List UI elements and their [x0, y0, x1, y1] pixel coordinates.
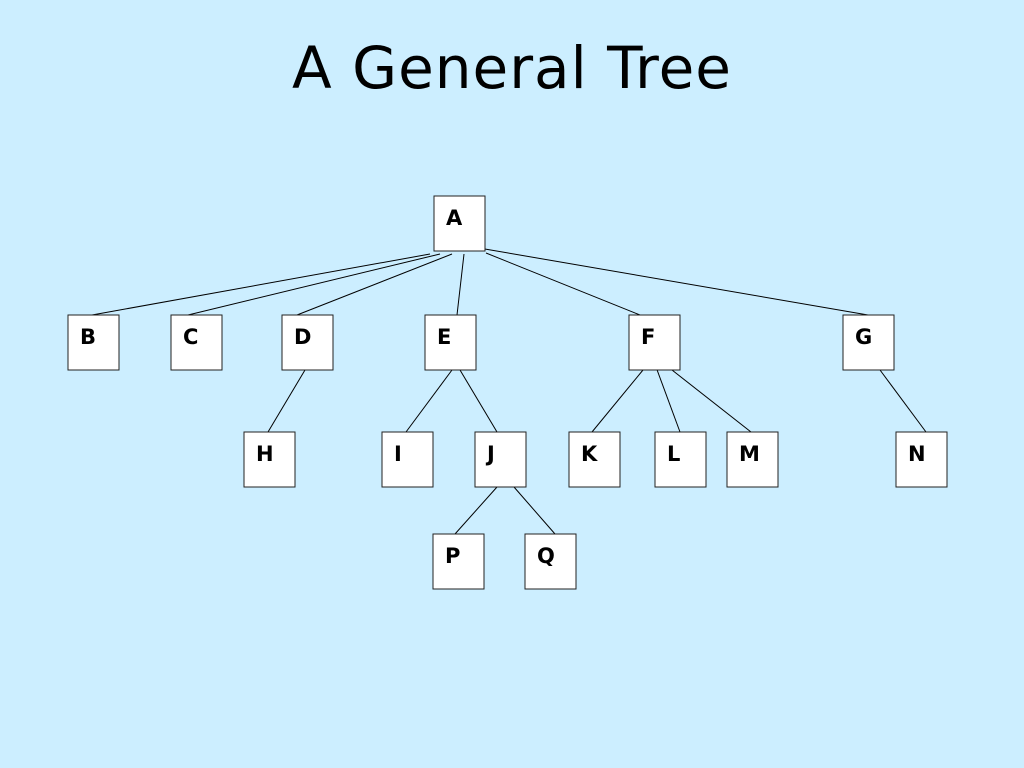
- tree-node-k: K: [568, 431, 621, 488]
- node-box: [568, 431, 621, 488]
- tree-node-e: E: [424, 314, 477, 371]
- tree-node-g: G: [842, 314, 895, 371]
- tree-node-n: N: [895, 431, 948, 488]
- node-box: [474, 431, 527, 488]
- node-label: N: [908, 442, 926, 466]
- edge-a-b: [91, 253, 431, 316]
- edge-g-n: [879, 369, 927, 433]
- tree-nodes: A B C D E F G H I J K L M N P Q: [67, 195, 948, 590]
- tree-node-m: M: [726, 431, 779, 488]
- node-box: [726, 431, 779, 488]
- edge-f-m: [671, 369, 752, 433]
- tree-node-d: D: [281, 314, 334, 371]
- edge-a-g: [478, 247, 869, 316]
- tree-edges: [91, 247, 927, 535]
- node-label: I: [394, 442, 402, 466]
- edge-d-h: [267, 369, 306, 433]
- node-label: G: [855, 325, 872, 349]
- node-box: [842, 314, 895, 371]
- node-box: [432, 533, 485, 590]
- page-title: A General Tree: [292, 34, 732, 102]
- tree-node-j: J: [474, 431, 527, 488]
- tree-node-i: I: [381, 431, 434, 488]
- node-label: K: [581, 442, 598, 466]
- tree-node-a: A: [433, 195, 486, 252]
- edge-a-f: [485, 252, 641, 316]
- node-box: [281, 314, 334, 371]
- node-box: [654, 431, 707, 488]
- edge-a-d: [296, 253, 453, 316]
- node-box: [243, 431, 296, 488]
- node-label: F: [641, 325, 655, 349]
- node-label: D: [294, 325, 311, 349]
- node-label: P: [445, 544, 460, 568]
- edge-a-c: [187, 253, 441, 316]
- node-box: [628, 314, 681, 371]
- node-label: B: [80, 325, 96, 349]
- tree-node-c: C: [170, 314, 223, 371]
- node-label: L: [667, 442, 680, 466]
- node-label: E: [437, 325, 451, 349]
- edge-j-p: [454, 486, 498, 535]
- tree-node-b: B: [67, 314, 120, 371]
- node-box: [424, 314, 477, 371]
- node-box: [433, 195, 486, 252]
- node-label: Q: [537, 544, 555, 568]
- node-label: A: [446, 206, 463, 230]
- edge-f-k: [591, 369, 644, 433]
- tree-node-p: P: [432, 533, 485, 590]
- node-box: [524, 533, 577, 590]
- node-box: [895, 431, 948, 488]
- edge-e-j: [459, 369, 498, 433]
- edge-e-i: [405, 369, 453, 433]
- node-label: H: [256, 442, 274, 466]
- tree-node-q: Q: [524, 533, 577, 590]
- edge-f-l: [655, 366, 681, 433]
- node-label: M: [739, 442, 760, 466]
- edge-j-q: [513, 486, 556, 535]
- node-label: J: [485, 442, 495, 466]
- tree-node-l: L: [654, 431, 707, 488]
- tree-node-f: F: [628, 314, 681, 371]
- tree-node-h: H: [243, 431, 296, 488]
- node-box: [67, 314, 120, 371]
- edge-a-e: [456, 253, 465, 316]
- node-box: [381, 431, 434, 488]
- node-label: C: [183, 325, 198, 349]
- node-box: [170, 314, 223, 371]
